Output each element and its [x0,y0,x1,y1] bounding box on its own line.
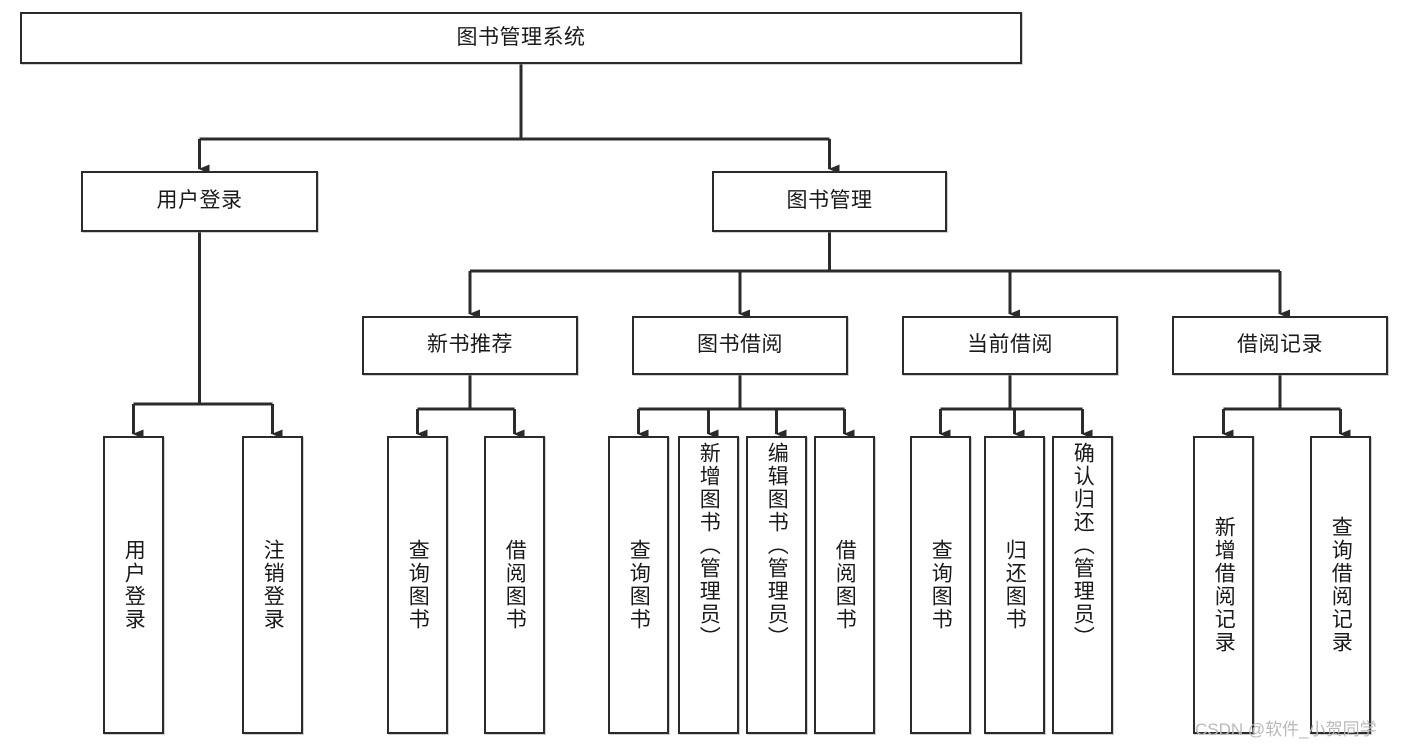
node-leaf-record-query[interactable]: 查询借阅记录 [1310,436,1371,734]
node-label-leaf-rec-query: 查询图书 [406,539,430,631]
node-leaf-rec-borrow[interactable]: 借阅图书 [484,436,545,734]
node-leaf-book-add[interactable]: 新增图书（管理员） [678,436,739,734]
node-borrow-record[interactable]: 借阅记录 [1172,316,1388,375]
node-label-leaf-rec-borrow: 借阅图书 [503,539,527,631]
node-label-leaf-confirm-return: 确认归还（管理员） [1071,442,1095,649]
node-label-borrow-record: 借阅记录 [1237,333,1323,357]
node-current-borrow[interactable]: 当前借阅 [902,316,1118,375]
node-label-leaf-user-login: 用户登录 [122,539,146,631]
node-label-leaf-book-borrow: 借阅图书 [833,539,857,631]
node-leaf-cur-return[interactable]: 归还图书 [984,436,1045,734]
node-label-current-borrow: 当前借阅 [967,333,1053,357]
node-leaf-logout[interactable]: 注销登录 [242,436,303,734]
node-leaf-book-borrow[interactable]: 借阅图书 [814,436,875,734]
node-label-user-login: 用户登录 [156,189,243,213]
node-label-book-borrow: 图书借阅 [697,333,783,357]
node-leaf-confirm-return[interactable]: 确认归还（管理员） [1052,436,1113,734]
node-label-book-manage: 图书管理 [786,189,873,213]
node-label-leaf-book-edit: 编辑图书（管理员） [765,442,789,649]
node-label-leaf-record-add: 新增借阅记录 [1212,516,1236,654]
node-label-leaf-borrow-query: 查询图书 [627,539,651,631]
node-leaf-cur-query[interactable]: 查询图书 [910,436,971,734]
node-root[interactable]: 图书管理系统 [20,12,1022,64]
csdn-watermark: CSDN @软件_小贺同学 [1195,720,1377,739]
node-leaf-borrow-query[interactable]: 查询图书 [608,436,669,734]
node-book-borrow[interactable]: 图书借阅 [632,316,848,375]
node-label-root: 图书管理系统 [456,25,586,49]
node-label-leaf-logout: 注销登录 [261,539,285,631]
node-label-leaf-book-add: 新增图书（管理员） [697,442,721,649]
node-leaf-book-edit[interactable]: 编辑图书（管理员） [746,436,807,734]
node-user-login[interactable]: 用户登录 [81,171,318,232]
node-leaf-user-login[interactable]: 用户登录 [103,436,164,734]
node-label-leaf-cur-return: 归还图书 [1003,539,1027,631]
node-new-book-rec[interactable]: 新书推荐 [362,316,578,375]
node-leaf-record-add[interactable]: 新增借阅记录 [1193,436,1254,734]
node-label-leaf-cur-query: 查询图书 [929,539,953,631]
node-label-leaf-record-query: 查询借阅记录 [1329,516,1353,654]
node-book-manage[interactable]: 图书管理 [712,171,947,232]
node-label-new-book-rec: 新书推荐 [427,333,513,357]
node-leaf-rec-query[interactable]: 查询图书 [387,436,448,734]
